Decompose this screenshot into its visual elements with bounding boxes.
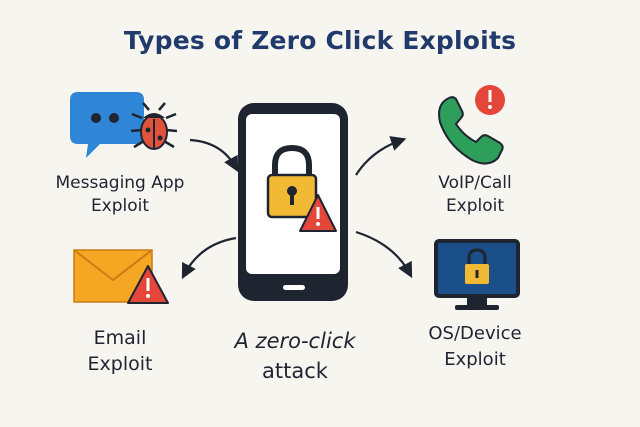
center-label: A zero-click attack bbox=[234, 329, 356, 383]
arrow-email bbox=[181, 236, 237, 280]
arrow-os bbox=[355, 230, 413, 279]
node-label-os: OS/Device Exploit bbox=[428, 323, 522, 370]
node-label-voip: VoIP/Call Exploit bbox=[438, 173, 512, 216]
warning-badge-icon bbox=[475, 85, 505, 115]
node-label-email: Email Exploit bbox=[87, 327, 153, 375]
monitor-icon bbox=[434, 239, 520, 310]
node-label-messaging: Messaging App Exploit bbox=[55, 173, 185, 216]
bug-icon bbox=[130, 102, 178, 150]
chat-bubble-icon bbox=[70, 92, 144, 158]
padlock-icon bbox=[266, 144, 318, 219]
warning-icon bbox=[299, 194, 337, 232]
arrow-messaging bbox=[189, 138, 239, 173]
diagram-title: Types of Zero Click Exploits bbox=[123, 26, 517, 55]
arrow-voip bbox=[355, 136, 407, 176]
phone-call-icon bbox=[438, 96, 504, 165]
warning-icon bbox=[127, 265, 169, 304]
